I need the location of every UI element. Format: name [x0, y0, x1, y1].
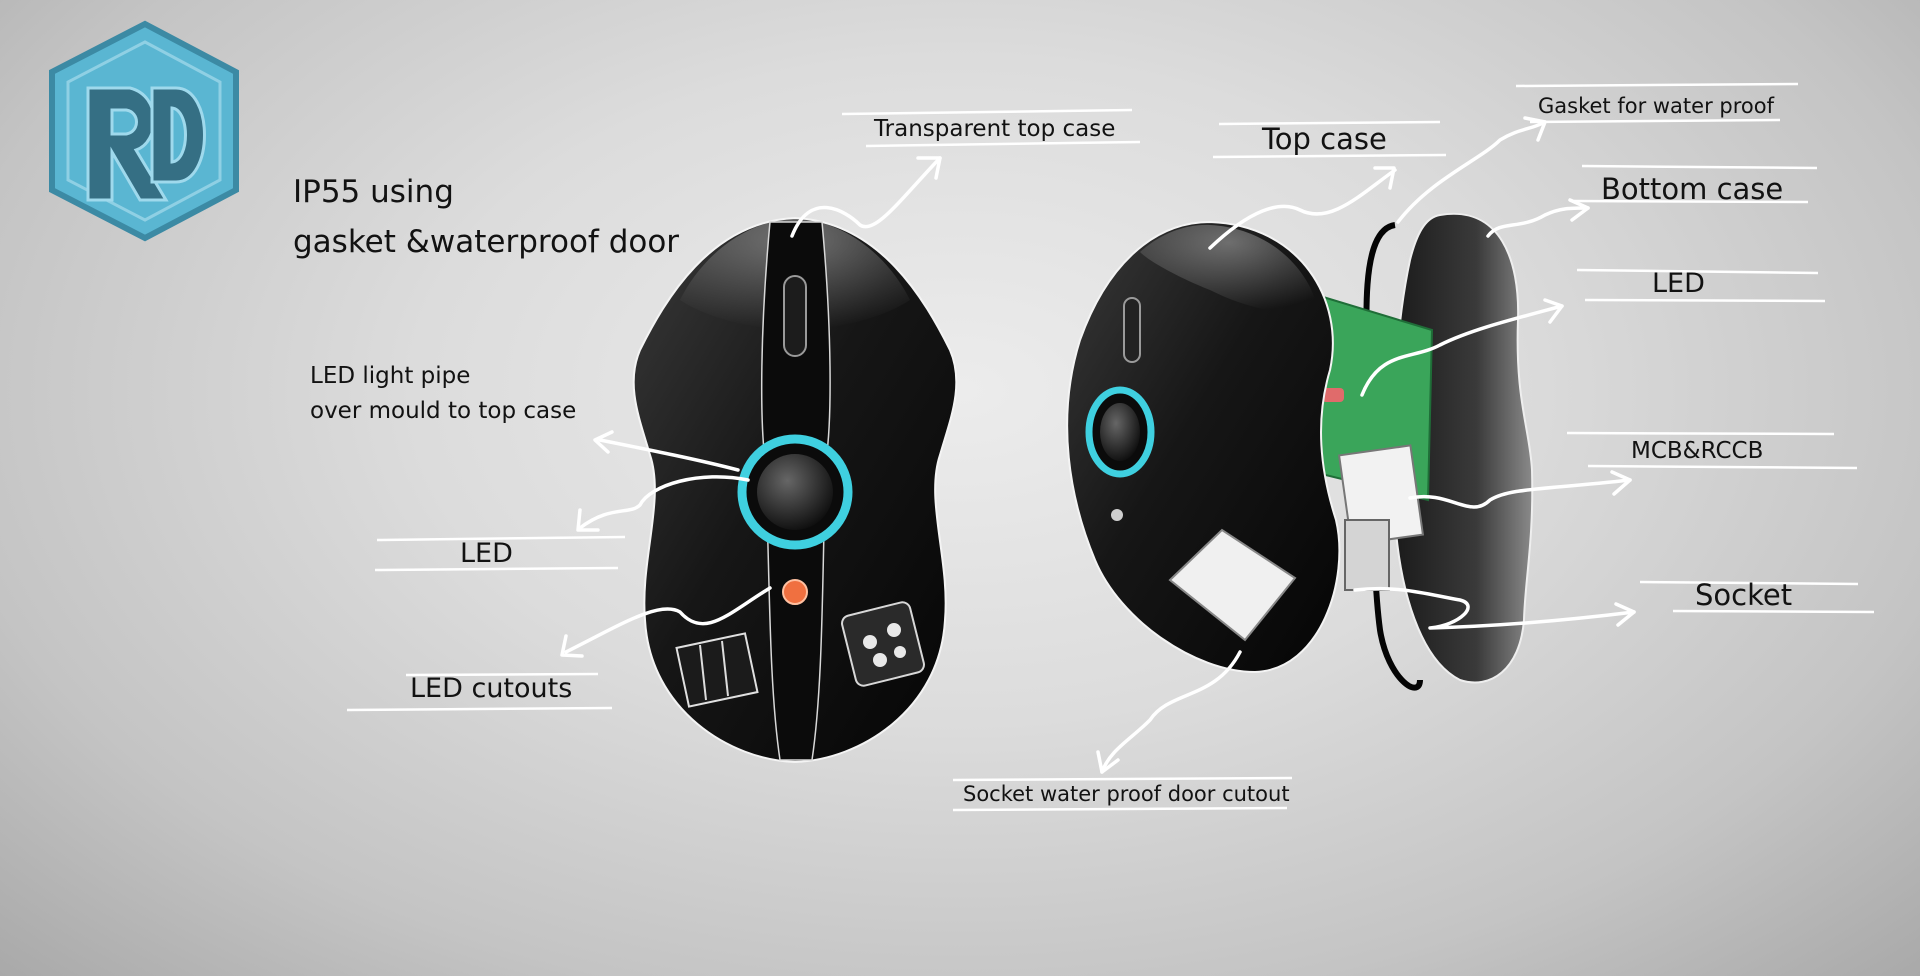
title-line-2: gasket &waterproof door: [293, 218, 679, 266]
exploded-top-case: [1067, 222, 1339, 672]
label-led-light-pipe-line1: LED light pipe: [310, 363, 470, 389]
label-led-exploded: LED: [1652, 268, 1705, 299]
label-led-front: LED: [460, 538, 513, 569]
label-mcb-rccb: MCB&RCCB: [1631, 438, 1763, 464]
title-line-1: IP55 using: [293, 168, 454, 216]
front-device: [634, 218, 957, 762]
label-bottom-case: Bottom case: [1601, 172, 1783, 206]
front-breaker-icon: [677, 633, 758, 706]
rd-logo: [52, 24, 236, 238]
label-top-case: Top case: [1262, 122, 1387, 156]
label-transparent-top-case: Transparent top case: [874, 116, 1115, 142]
label-led-cutouts: LED cutouts: [410, 673, 572, 704]
label-gasket: Gasket for water proof: [1538, 94, 1774, 118]
label-socket: Socket: [1695, 578, 1792, 612]
label-socket-door-cutout: Socket water proof door cutout: [963, 782, 1290, 806]
label-led-light-pipe-line2: over mould to top case: [310, 398, 576, 424]
